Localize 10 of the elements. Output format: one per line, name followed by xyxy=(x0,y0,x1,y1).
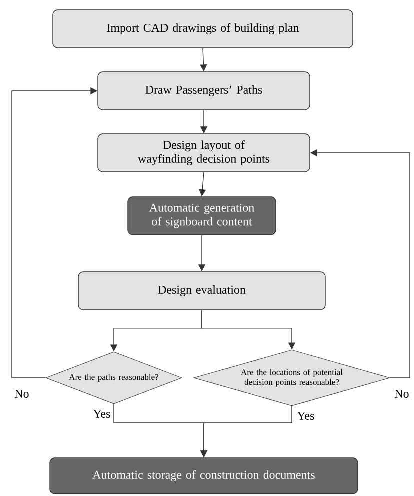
process-box: Automatic storage of construction documents xyxy=(50,458,358,494)
edge-label: Yes xyxy=(296,411,316,421)
process-box: Design layout of wayfinding decision points xyxy=(98,134,310,172)
process-box: Draw Passengers’ Paths xyxy=(98,72,310,110)
edge-label: No xyxy=(14,389,30,399)
process-box: Design evaluation xyxy=(78,272,326,310)
edge-label: Yes xyxy=(92,409,112,419)
process-box: Automatic generation of signboard content xyxy=(128,196,276,236)
edge-label: No xyxy=(394,389,410,399)
process-box: Import CAD drawings of building plan xyxy=(52,10,354,48)
